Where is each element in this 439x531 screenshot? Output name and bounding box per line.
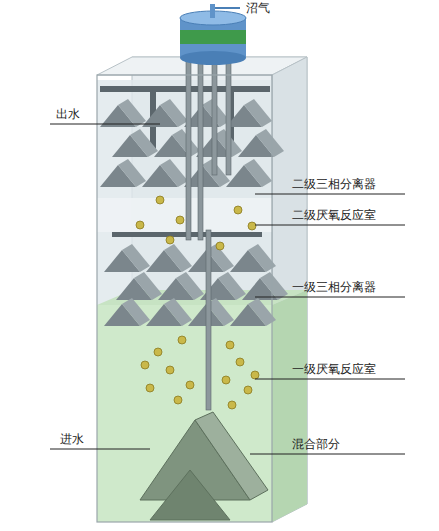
part-label: 混合部分 xyxy=(292,437,340,452)
part-label: 一级三相分离器 xyxy=(292,280,376,295)
part-label: 出水 xyxy=(56,107,80,122)
leader-lines xyxy=(50,124,405,454)
part-label: 进水 xyxy=(60,432,84,447)
part-label: 一级厌氧反应室 xyxy=(292,362,376,377)
part-label: 二级三相分离器 xyxy=(292,177,376,192)
part-label: 沼气 xyxy=(246,1,270,16)
part-label: 二级厌氧反应室 xyxy=(292,208,376,223)
